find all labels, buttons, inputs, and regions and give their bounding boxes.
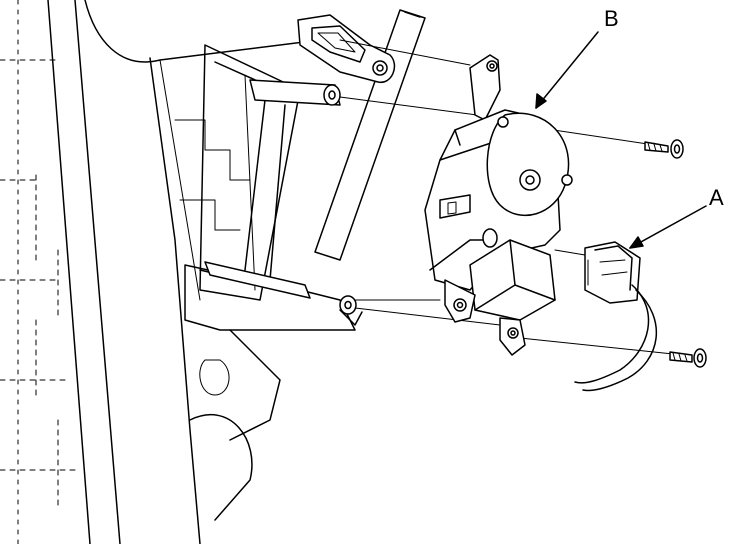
callout-label-b: B — [604, 6, 619, 31]
callout-label-a: A — [709, 185, 724, 210]
linkage-rod — [314, 9, 426, 261]
lever-bracket — [297, 14, 396, 83]
upper-screw — [644, 139, 684, 159]
callout-leaders — [535, 31, 707, 249]
horizontal-arm — [204, 79, 363, 326]
hvac-housing — [0, 0, 356, 544]
electrical-connector — [574, 241, 658, 392]
alignment-lines — [339, 39, 693, 357]
actuator-motor — [424, 54, 586, 356]
lower-screw — [669, 348, 707, 368]
